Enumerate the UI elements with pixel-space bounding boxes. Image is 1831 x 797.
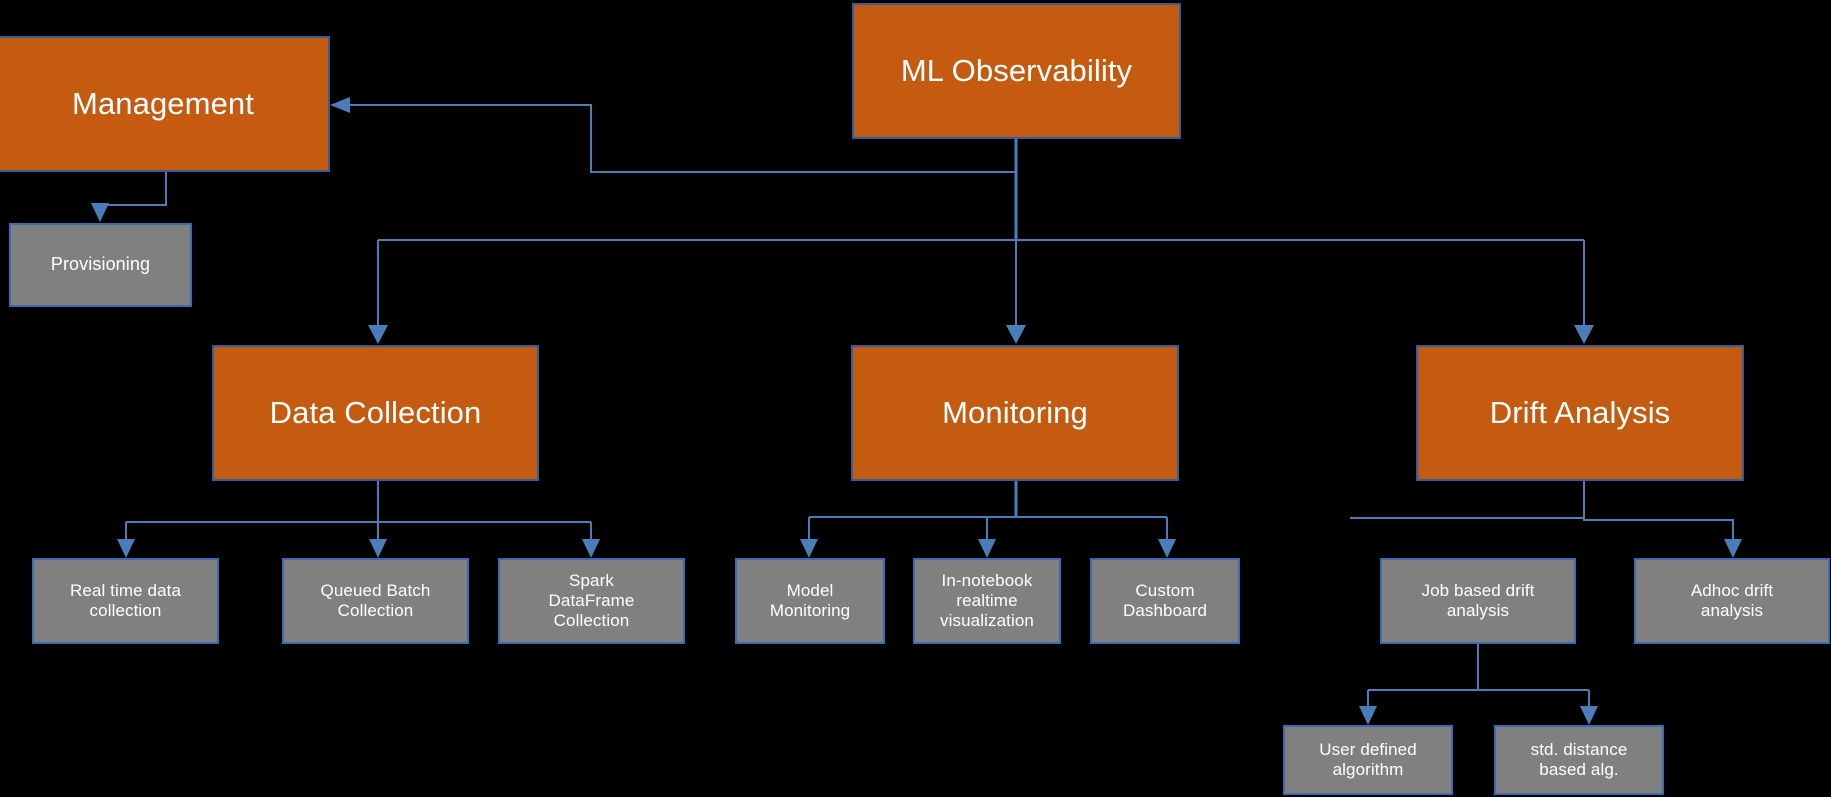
node-provisioning[interactable]: Provisioning: [9, 223, 192, 307]
arrowhead-down-icon: [1359, 706, 1377, 725]
node-label: Spark DataFrame Collection: [548, 570, 635, 631]
edge-ml-observability-to-drift-analysis: [1574, 240, 1594, 344]
node-label: Real time data collection: [69, 580, 181, 620]
node-label: Adhoc drift analysis: [1690, 580, 1774, 620]
node-ml-observability[interactable]: ML Observability: [852, 3, 1181, 139]
node-adhoc-drift-analysis[interactable]: Adhoc drift analysis: [1634, 558, 1830, 644]
edge-management-to-provisioning: [91, 172, 167, 222]
arrowhead-down-icon: [1006, 325, 1026, 344]
node-real-time-data-collection[interactable]: Real time data collection: [32, 558, 219, 644]
node-monitoring[interactable]: Monitoring: [851, 345, 1179, 481]
edge-job-based-children: [1359, 644, 1598, 725]
node-spark-dataframe-collection[interactable]: Spark DataFrame Collection: [498, 558, 685, 644]
node-label: Model Monitoring: [769, 580, 851, 620]
node-management[interactable]: Management: [0, 36, 330, 172]
node-data-collection[interactable]: Data Collection: [212, 345, 539, 481]
node-label: Custom Dashboard: [1122, 580, 1208, 620]
edge-drift-analysis-children: [1350, 481, 1742, 558]
arrowhead-down-icon: [1574, 325, 1594, 344]
node-user-defined-algorithm[interactable]: User defined algorithm: [1283, 725, 1453, 795]
arrowhead-down-icon: [800, 539, 818, 558]
edge-root-trunk: [378, 139, 1584, 241]
node-model-monitoring[interactable]: Model Monitoring: [735, 558, 885, 644]
node-label: Queued Batch Collection: [320, 580, 431, 620]
node-queued-batch-collection[interactable]: Queued Batch Collection: [282, 558, 469, 644]
arrowhead-down-icon: [582, 539, 600, 558]
node-label: Job based drift analysis: [1421, 580, 1535, 620]
node-label: Drift Analysis: [1489, 394, 1671, 430]
node-label: Monitoring: [942, 394, 1088, 430]
arrowhead-down-icon: [1580, 706, 1598, 725]
edge-data-collection-children: [117, 481, 600, 558]
node-label: Management: [72, 85, 254, 121]
arrowhead-down-icon: [369, 539, 387, 558]
node-label: Provisioning: [50, 254, 151, 275]
node-label: Data Collection: [269, 394, 482, 430]
node-job-based-drift-analysis[interactable]: Job based drift analysis: [1380, 558, 1576, 644]
arrowhead-left-icon: [330, 97, 350, 113]
node-label: User defined algorithm: [1319, 739, 1417, 779]
arrowhead-down-icon: [368, 325, 388, 344]
node-std-distance-based-alg[interactable]: std. distance based alg.: [1494, 725, 1664, 795]
node-label: std. distance based alg.: [1530, 739, 1628, 779]
arrowhead-down-icon: [1724, 539, 1742, 558]
node-drift-analysis[interactable]: Drift Analysis: [1416, 345, 1744, 481]
edge-ml-observability-to-data-collection: [368, 240, 388, 344]
arrowhead-down-icon: [978, 539, 996, 558]
arrowhead-down-icon: [1158, 539, 1176, 558]
arrowhead-down-icon: [91, 203, 109, 222]
node-in-notebook-realtime-visualization[interactable]: In-notebook realtime visualization: [913, 558, 1061, 644]
node-custom-dashboard[interactable]: Custom Dashboard: [1090, 558, 1240, 644]
arrowhead-down-icon: [117, 539, 135, 558]
edge-monitoring-children: [800, 481, 1176, 558]
node-label: ML Observability: [900, 52, 1133, 88]
edge-ml-observability-to-monitoring: [1006, 240, 1026, 344]
node-label: In-notebook realtime visualization: [940, 570, 1034, 631]
